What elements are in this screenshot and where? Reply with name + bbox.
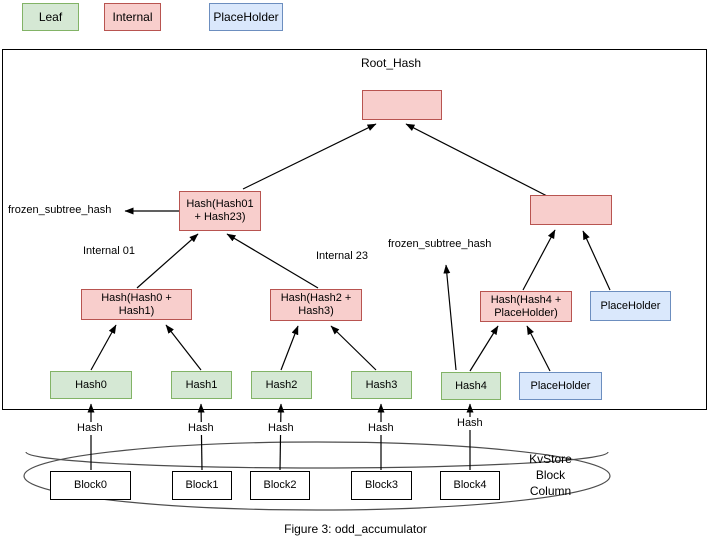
kvstore-line-2: Block xyxy=(535,468,566,482)
frozen-subtree-hash-label-left: frozen_subtree_hash xyxy=(8,204,112,216)
node-block1: Block1 xyxy=(172,471,232,500)
node-hash4-placeholder: Hash(Hash4 + PlaceHolder) xyxy=(480,291,572,322)
hash-edge-label-0: Hash xyxy=(75,422,105,435)
node-hash1: Hash1 xyxy=(171,371,232,399)
node-hash2: Hash2 xyxy=(251,371,312,399)
node-hash01-23: Hash(Hash01 + Hash23) xyxy=(179,191,261,231)
accumulator-frame xyxy=(2,49,707,410)
edge-block2-to-hash2 xyxy=(277,403,285,471)
node-block4: Block4 xyxy=(440,471,500,500)
kvstore-line-3: Column xyxy=(529,484,572,498)
figure-caption: Figure 3: odd_accumulator xyxy=(284,522,427,536)
hash-edge-label-3: Hash xyxy=(366,422,396,435)
node-hash0-1: Hash(Hash0 + Hash1) xyxy=(81,289,192,320)
kvstore-line-1: KvStore xyxy=(529,452,572,466)
internal-01-label: Internal 01 xyxy=(83,245,135,257)
edge-block1-to-hash1 xyxy=(197,403,205,471)
legend-internal-swatch: Internal xyxy=(104,3,161,31)
internal-23-label: Internal 23 xyxy=(316,250,368,262)
frozen-subtree-hash-label-right: frozen_subtree_hash xyxy=(388,238,492,250)
node-block0: Block0 xyxy=(50,471,131,500)
root-hash-label: Root_Hash xyxy=(360,56,422,70)
legend-leaf-swatch: Leaf xyxy=(22,3,79,31)
node-hash0: Hash0 xyxy=(50,371,132,399)
node-placeholder-leaf: PlaceHolder xyxy=(519,372,602,400)
node-block2: Block2 xyxy=(250,471,310,500)
hash-edge-label-1: Hash xyxy=(186,422,216,435)
hash-edge-label-4: Hash xyxy=(455,417,485,430)
node-block3: Block3 xyxy=(351,471,412,500)
legend-placeholder-swatch: PlaceHolder xyxy=(209,3,283,31)
kvstore-column-label: KvStore Block Column xyxy=(503,451,598,499)
node-hash2-3: Hash(Hash2 + Hash3) xyxy=(270,289,362,321)
node-hash4: Hash4 xyxy=(441,372,501,400)
hash-edge-label-2: Hash xyxy=(266,422,296,435)
node-hash3: Hash3 xyxy=(351,371,412,399)
node-placeholder-upper: PlaceHolder xyxy=(590,291,671,321)
node-root-hash xyxy=(362,90,442,120)
node-right-internal xyxy=(530,195,612,225)
